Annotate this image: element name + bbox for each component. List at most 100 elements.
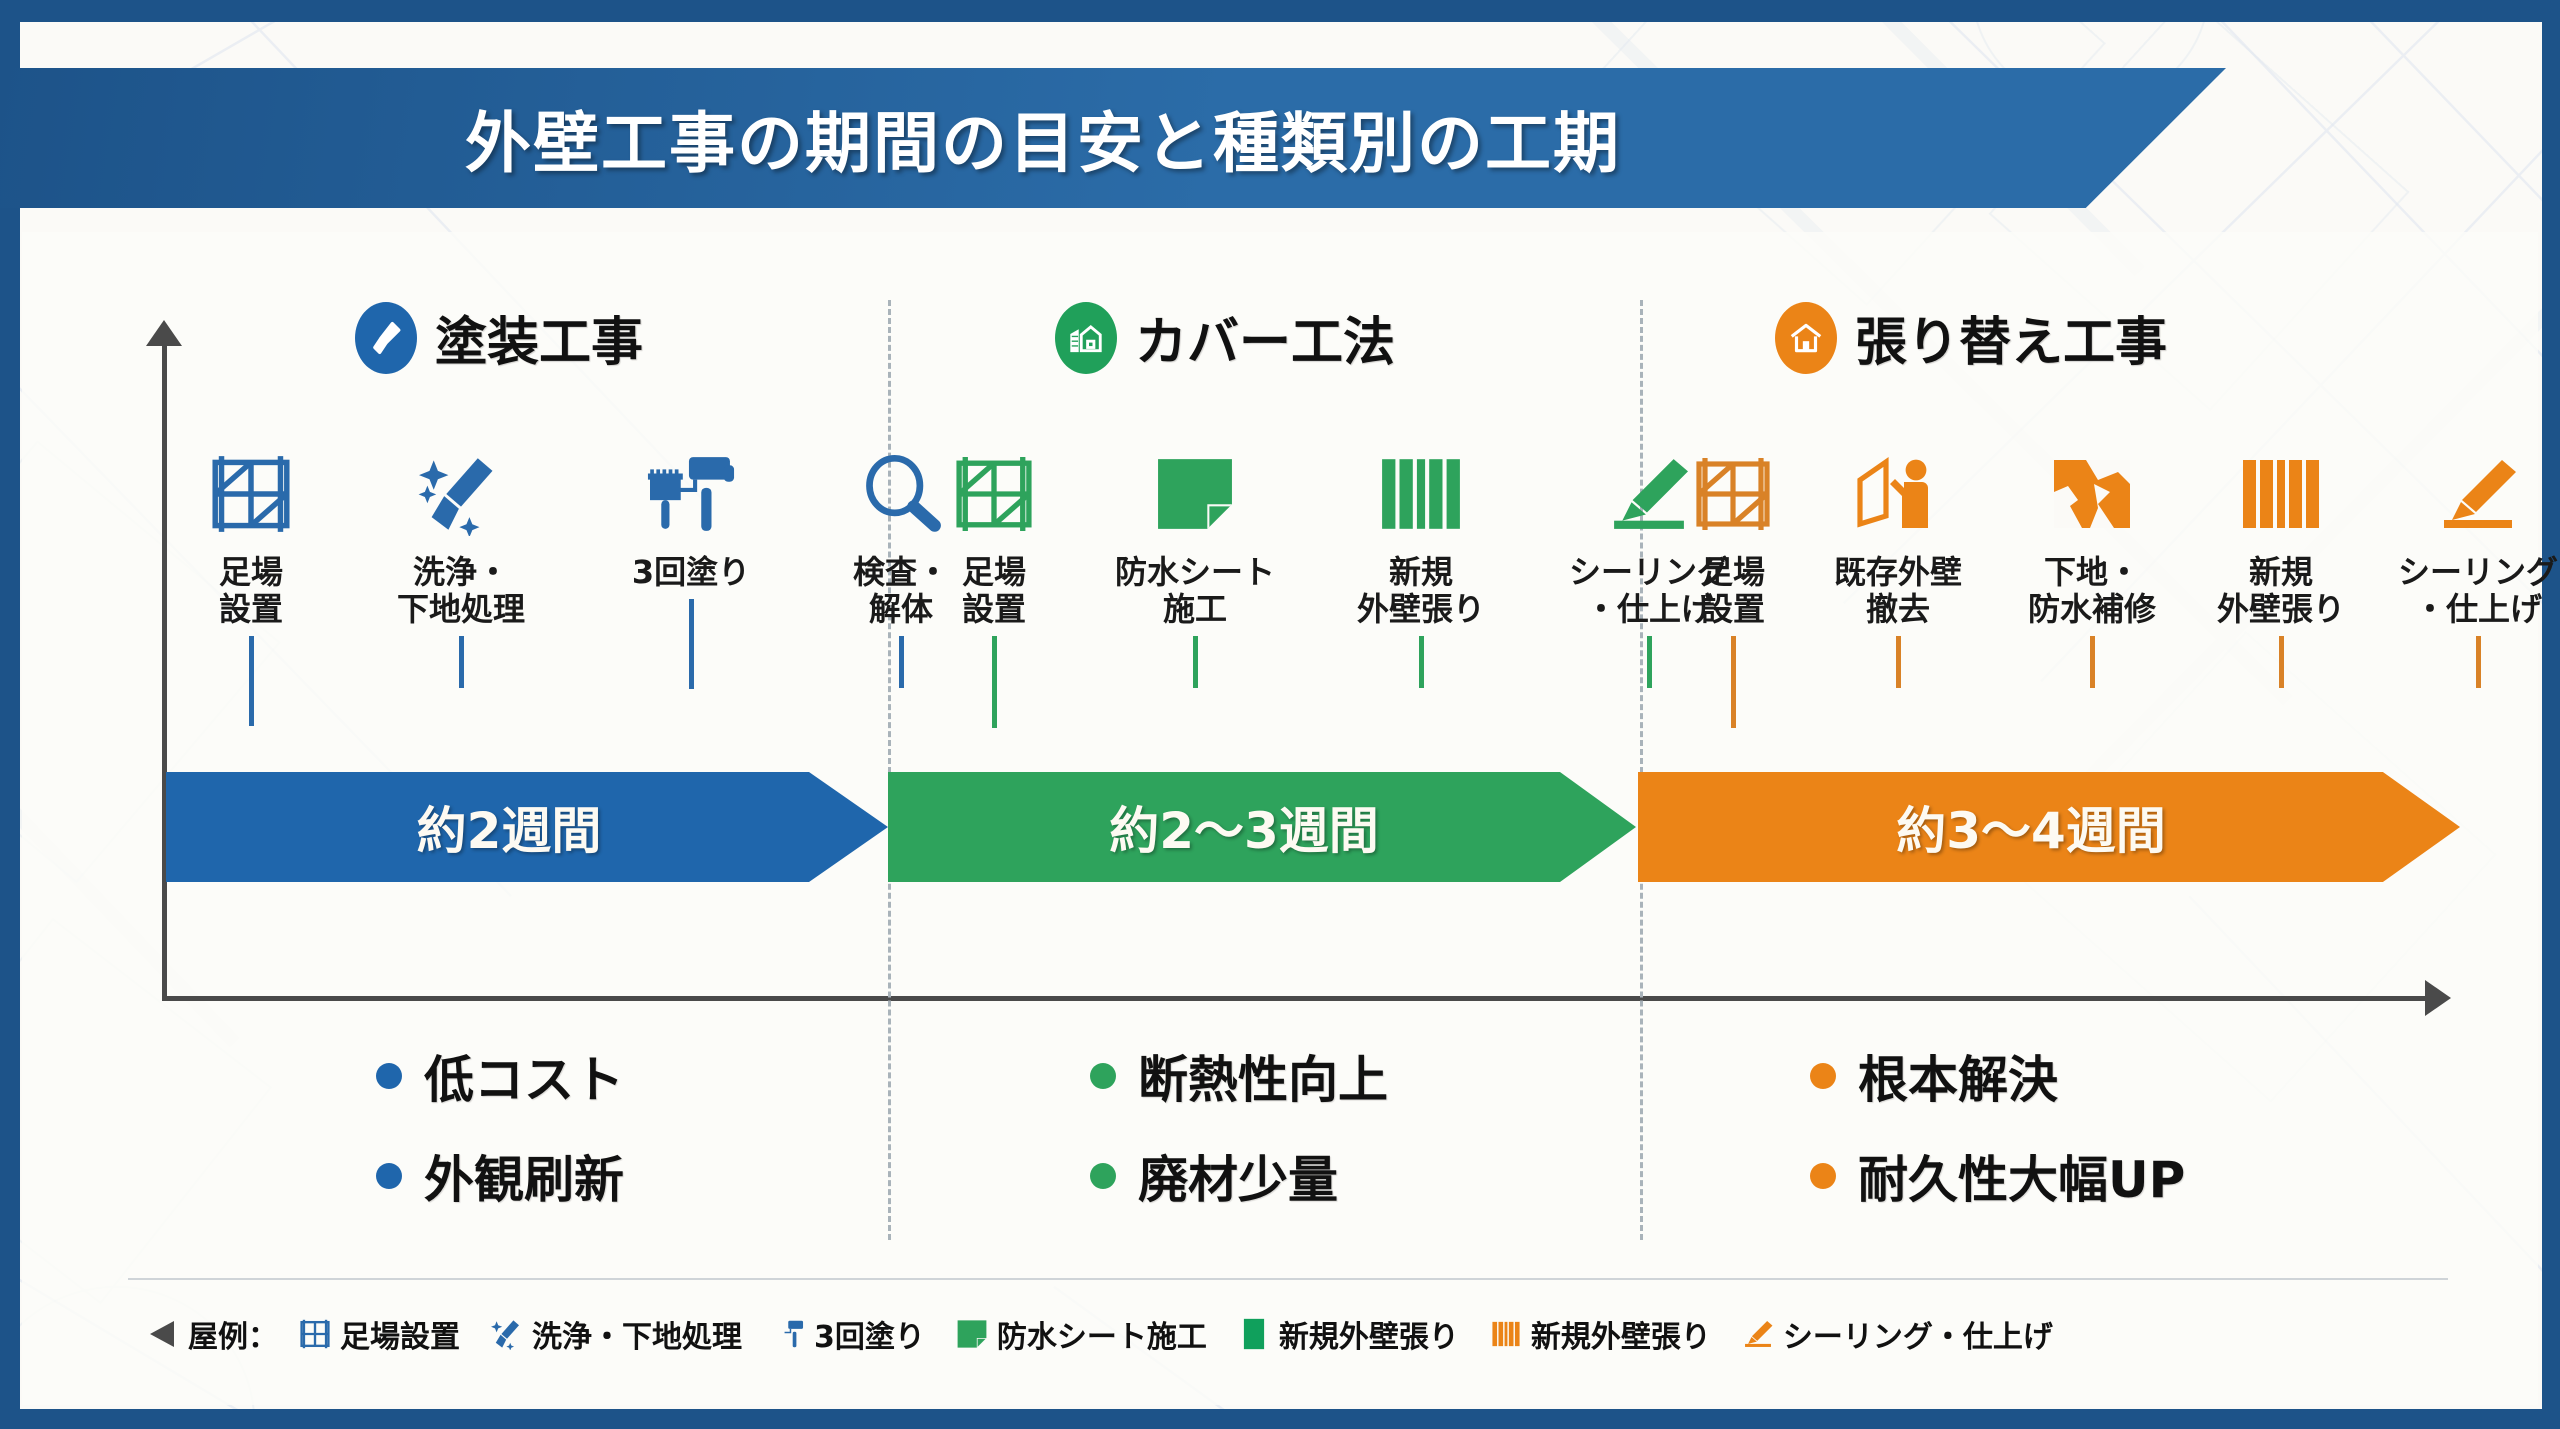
legend-text: 足場設置 <box>340 1320 460 1355</box>
step-tick <box>1730 636 1736 729</box>
legend-item: シーリング・仕上げ <box>1741 1312 2053 1356</box>
benefit-item: 根本解決 <box>1810 1040 2185 1112</box>
section-title: カバー工法 <box>1135 313 1396 373</box>
sparkle-brush-icon <box>490 1317 524 1351</box>
column-divider-1 <box>888 300 891 1240</box>
duration-bar-replacement: 約3〜4週間 <box>1638 772 2460 882</box>
cracked-wall-icon <box>2049 448 2135 540</box>
sparkle-brush-icon <box>415 448 507 540</box>
step-tick <box>248 636 254 727</box>
step-tick <box>991 636 997 729</box>
step-item: 3回塗り <box>616 448 766 690</box>
step-item: 下地・ 防水補修 <box>2010 448 2174 689</box>
duration-bar-painting: 約2週間 <box>166 772 888 882</box>
steps-painting: 足場 設置 洗浄・ 下地処理 <box>196 448 966 727</box>
paint-roller-icon <box>643 448 739 540</box>
step-label: シーリング ・仕上げ <box>1568 553 1729 629</box>
step-tick <box>1418 636 1424 689</box>
legend-text: 新規外壁張り <box>1278 1320 1459 1355</box>
step-label: 新規 外壁張り <box>2216 553 2345 629</box>
step-tick <box>1192 636 1198 689</box>
steps-replacement: 足場 設置 既存外壁 撤去 <box>1680 448 2560 729</box>
step-tick <box>898 636 904 689</box>
step-label: 既存外壁 撤去 <box>1833 553 1962 629</box>
siding-boards-icon <box>1489 1317 1523 1351</box>
bullet-dot-icon <box>376 1163 402 1189</box>
legend-item: 新規外壁張り <box>1489 1312 1711 1356</box>
benefit-text: 断熱性向上 <box>1138 1051 1388 1109</box>
legend-text: 新規外壁張り <box>1530 1320 1711 1355</box>
scaffold-icon <box>298 1317 332 1351</box>
waterproof-sheet-icon <box>955 1317 989 1351</box>
house-icon <box>1775 301 1837 374</box>
step-item: 足場 設置 <box>940 448 1048 729</box>
legend-item: 洗浄・下地処理 <box>490 1312 742 1356</box>
step-item: 洗浄・ 下地処理 <box>376 448 546 689</box>
duration-label: 約2〜3週間 <box>1109 802 1379 860</box>
sealing-pen-icon <box>1605 448 1693 540</box>
step-tick <box>2475 636 2481 689</box>
scaffold-icon <box>952 448 1036 540</box>
step-tick <box>1646 636 1652 689</box>
paint-roller-icon <box>772 1317 806 1351</box>
duration-bar-cover: 約2〜3週間 <box>888 772 1636 882</box>
step-label: 足場 設置 <box>1700 553 1765 629</box>
step-tick <box>2278 636 2284 689</box>
benefit-item: 耐久性大幅UP <box>1810 1140 2185 1212</box>
step-label: 3回塗り <box>631 553 751 591</box>
step-item: 足場 設置 <box>1680 448 1786 729</box>
benefit-item: 外観刷新 <box>376 1140 624 1212</box>
step-tick <box>2089 636 2095 689</box>
green-panel-icon <box>1237 1317 1271 1351</box>
bullet-dot-icon <box>1090 1163 1116 1189</box>
benefit-text: 低コスト <box>424 1051 624 1109</box>
step-tick <box>458 636 464 689</box>
step-item: 既存外壁 撤去 <box>1814 448 1982 689</box>
step-label: 足場 設置 <box>961 553 1026 629</box>
legend-item: 足場設置 <box>298 1312 460 1356</box>
section-header-painting: 塗装工事 <box>355 300 643 375</box>
benefit-item: 断熱性向上 <box>1090 1040 1388 1112</box>
step-tick <box>688 599 694 690</box>
title-banner: 外壁工事の期間の目安と種類別の工期 <box>0 68 2226 208</box>
step-item: 防水シート 施工 <box>1106 448 1284 689</box>
scaffold-icon <box>1692 448 1774 540</box>
legend-item: 新規外壁張り <box>1237 1312 1459 1356</box>
step-label: 検査・ 解体 <box>852 553 949 629</box>
house-column-icon <box>1055 301 1117 374</box>
waterproof-sheet-icon <box>1153 448 1237 540</box>
step-label: シーリング ・仕上げ <box>2397 553 2558 629</box>
benefits-cover: 断熱性向上 廃材少量 <box>1090 1040 1388 1240</box>
duration-label: 約2週間 <box>416 802 602 860</box>
x-axis-line <box>162 996 2430 1001</box>
benefit-item: 低コスト <box>376 1040 624 1112</box>
benefit-text: 根本解決 <box>1858 1051 2058 1109</box>
benefit-text: 外観刷新 <box>424 1151 624 1209</box>
legend-item: 3回塗り <box>772 1312 925 1356</box>
bullet-dot-icon <box>1810 1063 1836 1089</box>
legend-text: 洗浄・下地処理 <box>532 1320 742 1355</box>
siding-boards-icon <box>2238 448 2324 540</box>
step-label: 防水シート 施工 <box>1114 553 1275 629</box>
steps-cover: 足場 設置 防水シート 施工 <box>940 448 1740 729</box>
step-item: シーリング ・仕上げ <box>2388 448 2560 689</box>
duration-label: 約3〜4週間 <box>1896 802 2166 860</box>
legend-text: 防水シート施工 <box>996 1320 1207 1355</box>
section-title: 張り替え工事 <box>1855 313 2168 373</box>
step-tick <box>1895 636 1901 689</box>
sealing-pen-icon <box>1741 1317 1775 1351</box>
column-divider-2 <box>1640 300 1643 1240</box>
step-item: 検査・ 解体 <box>836 448 966 689</box>
legend: 屋例： 足場設置 <box>150 1312 2069 1356</box>
step-item: 足場 設置 <box>196 448 306 727</box>
legend-text: 3回塗り <box>814 1320 925 1355</box>
bullet-dot-icon <box>1810 1163 1836 1189</box>
step-item: 新規 外壁張り <box>1342 448 1500 689</box>
benefits-painting: 低コスト 外観刷新 <box>376 1040 624 1240</box>
siding-boards-icon <box>1378 448 1464 540</box>
legend-label: 屋例： <box>188 1320 278 1355</box>
y-axis-line <box>162 340 167 1000</box>
benefits-replacement: 根本解決 耐久性大幅UP <box>1810 1040 2185 1240</box>
benefit-text: 耐久性大幅UP <box>1858 1151 2186 1209</box>
step-label: 下地・ 防水補修 <box>2027 553 2156 629</box>
